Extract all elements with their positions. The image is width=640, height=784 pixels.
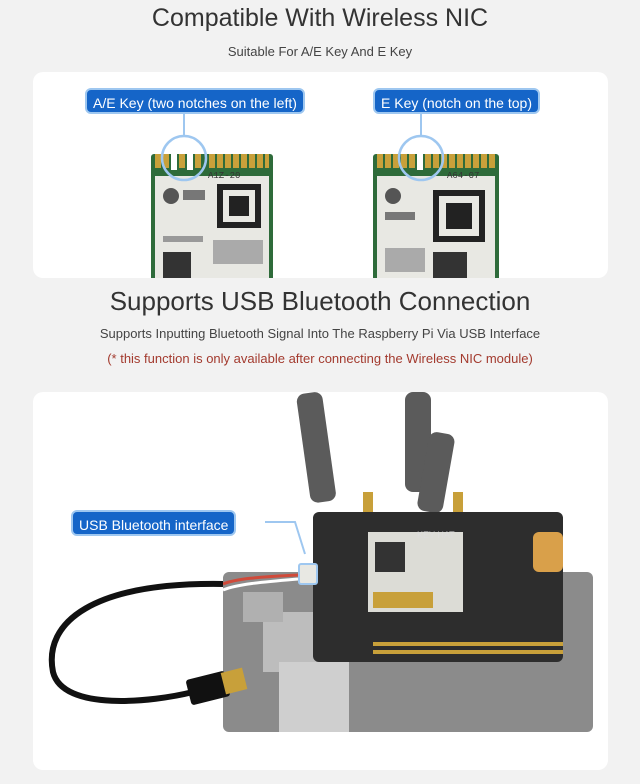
section-title-wireless-nic: Compatible With Wireless NIC: [151, 4, 489, 32]
function-availability-note: (* this function is only available after…: [107, 351, 533, 366]
usb-bluetooth-interface-callout: USB Bluetooth interface: [71, 510, 237, 536]
nic-cards-panel: A1Z-20 A64-07: [33, 72, 608, 278]
e-key-callout: E Key (notch on the top): [373, 88, 540, 114]
usb-bluetooth-panel: KEY HAT USB Bluetooth interface: [33, 392, 608, 770]
e-card-label: A64-07: [447, 171, 479, 181]
nic-cards-illustration: A1Z-20 A64-07: [151, 114, 499, 278]
section-title-usb-bluetooth: Supports USB Bluetooth Connection: [109, 286, 531, 316]
bluetooth-callout-leader-line: [265, 521, 306, 555]
section-subtitle-bluetooth: Supports Inputting Bluetooth Signal Into…: [99, 326, 541, 341]
usb-cable: [48, 580, 224, 704]
key-hat-board-image: [313, 512, 563, 662]
ae-key-card-image: [151, 152, 273, 278]
ae-key-callout: A/E Key (two notches on the left): [85, 88, 305, 114]
ae-card-label: A1Z-20: [208, 171, 240, 181]
usb-connector-image: [186, 671, 230, 705]
e-key-card-image: [373, 152, 499, 278]
usb-bluetooth-illustration: KEY HAT: [48, 392, 593, 732]
hat-board-label: KEY HAT: [417, 530, 455, 540]
bluetooth-interface-connector: [298, 563, 318, 585]
section-subtitle-key-types: Suitable For A/E Key And E Key: [227, 44, 413, 59]
